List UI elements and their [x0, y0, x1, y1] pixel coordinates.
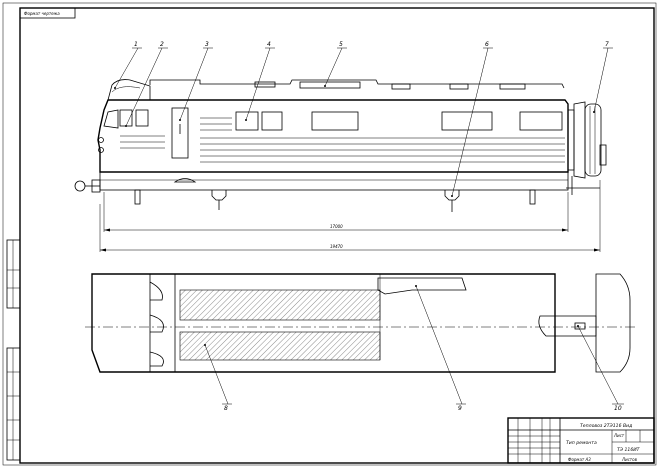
dimension-lines: 17000 19470 — [99, 180, 601, 252]
corner-label: Формат чертежа — [24, 11, 60, 16]
stamp-title: Тепловоз 2ТЭ116 Вид — [580, 423, 632, 429]
callout-9: 9 — [458, 405, 462, 412]
dimension-overall: 19470 — [330, 244, 343, 249]
stamp-subtitle: Тип ремонта — [566, 440, 597, 446]
callout-8: 8 — [224, 405, 228, 412]
callout-6: 6 — [485, 41, 489, 48]
callout-7: 7 — [605, 41, 609, 48]
stamp-org: Листов — [621, 457, 638, 462]
locomotive-plan-view — [85, 273, 638, 373]
callout-10: 10 — [614, 405, 622, 412]
callouts: 1 2 3 4 5 6 7 8 — [114, 41, 624, 412]
stamp-sheet: Лист — [613, 433, 625, 438]
stamp-format: Формат А3 — [568, 457, 591, 462]
callout-5: 5 — [339, 41, 343, 48]
callout-2: 2 — [160, 41, 164, 48]
stamp-code: ТЭ 116ИТ — [617, 447, 641, 453]
locomotive-side-view — [74, 79, 607, 212]
dimension-inner: 17000 — [330, 224, 343, 229]
callout-1: 1 — [134, 41, 138, 48]
title-block: Тепловоз 2ТЭ116 Вид Тип ремонта ТЭ 116ИТ… — [507, 417, 655, 464]
left-side-stamp — [6, 239, 21, 461]
callout-3: 3 — [205, 41, 209, 48]
corner-box: Формат чертежа — [19, 7, 76, 19]
callout-4: 4 — [267, 41, 271, 48]
inner-frame — [19, 7, 655, 464]
